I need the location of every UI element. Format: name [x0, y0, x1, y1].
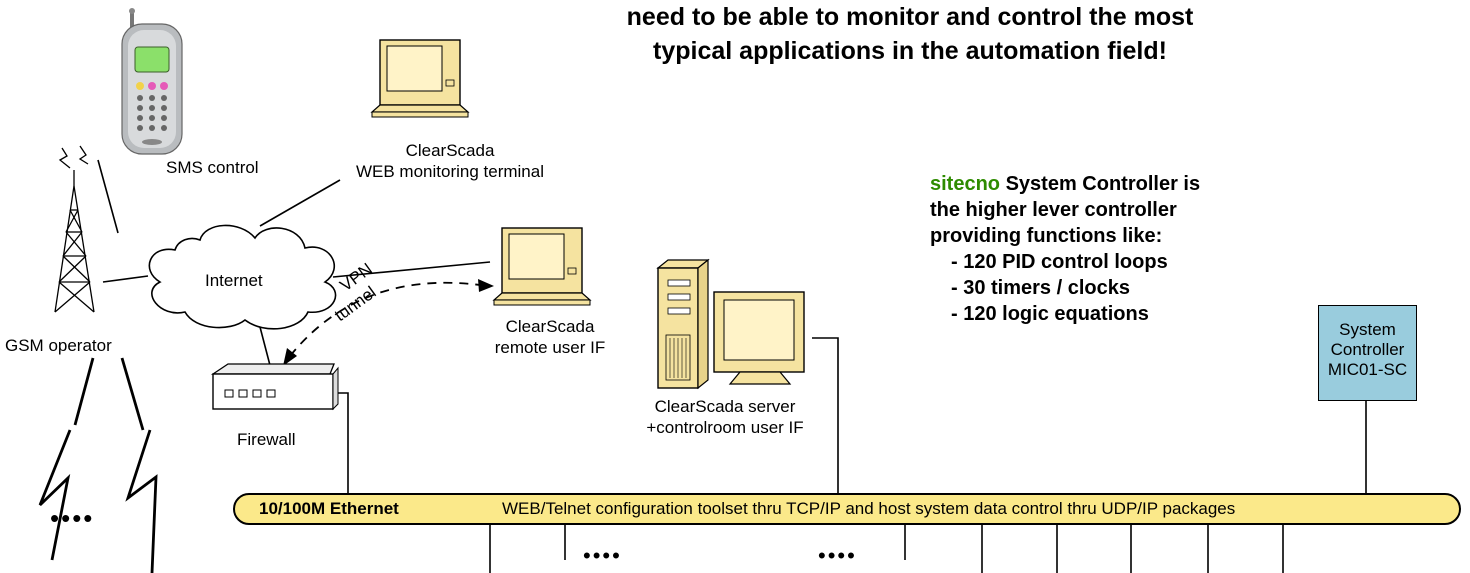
radio-link-left	[73, 357, 95, 426]
controller-info-text: sitecno System Controller is the higher …	[930, 171, 1200, 327]
web-terminal-label: ClearScada WEB monitoring terminal	[335, 140, 565, 182]
server-to-bus-line	[812, 337, 839, 493]
system-controller-line-1: System	[1339, 320, 1396, 339]
info-line-1-rest: System Controller is	[1000, 173, 1201, 195]
headline-line-1: need to be able to monitor and control t…	[626, 3, 1194, 31]
remote-ui-label-line-1: ClearScada	[505, 317, 595, 336]
server-label-line-1: ClearScada server	[654, 397, 796, 416]
radio-link-right	[120, 357, 145, 431]
firewall-label: Firewall	[237, 430, 296, 449]
server-label: ClearScada server +controlroom user IF	[625, 396, 825, 438]
radio-tower-icon	[54, 145, 95, 313]
bus-name: 10/100M Ethernet	[259, 499, 399, 518]
cloud-icon	[148, 224, 337, 330]
server-label-line-2: +controlroom user IF	[646, 418, 804, 437]
internet-to-remote-ui-line	[332, 261, 491, 278]
info-line-1: sitecno System Controller is	[930, 171, 1200, 197]
info-bullet: - 120 PID control loops	[951, 251, 1168, 273]
system-controller-line-2: Controller	[1330, 340, 1405, 359]
internet-to-web-terminal-line	[259, 179, 341, 227]
sms-control-label: SMS control	[166, 158, 259, 177]
tower-to-internet-line	[102, 275, 149, 283]
ellipsis-bus-2: ••••	[818, 543, 857, 568]
remote-ui-label-line-2: remote user IF	[494, 338, 606, 357]
bus-description: WEB/Telnet configuration toolset thru TC…	[502, 499, 1236, 518]
firewall-icon	[210, 363, 339, 411]
info-bullet: - 120 logic equations	[951, 303, 1149, 325]
brand-name: sitecno	[930, 173, 1001, 195]
server-pc-icon	[656, 258, 805, 390]
system-controller-line-3: MIC01-SC	[1327, 360, 1408, 379]
web-terminal-label-line-2: WEB monitoring terminal	[355, 162, 544, 181]
web-terminal-label-line-1: ClearScada	[405, 141, 495, 160]
info-bullet: - 30 timers / clocks	[951, 277, 1130, 299]
lightning-icon	[125, 429, 158, 573]
info-line-2: the higher lever controller	[930, 199, 1177, 221]
radio-links	[38, 357, 158, 573]
info-line-3: providing functions like:	[930, 225, 1163, 247]
phone-to-tower-line	[97, 159, 119, 234]
system-controller-box: System Controller MIC01-SC	[1318, 305, 1417, 401]
ellipsis-bus-1: ••••	[583, 543, 622, 568]
laptop-icon	[492, 227, 592, 306]
firewall-to-bus-line	[333, 392, 349, 493]
ellipsis-gsm: ••••	[50, 503, 95, 533]
headline: need to be able to monitor and control t…	[600, 0, 1220, 68]
gsm-operator-label: GSM operator	[5, 336, 112, 355]
bus-drop-lines	[489, 525, 1284, 573]
internet-label: Internet	[205, 271, 263, 290]
headline-line-2: typical applications in the automation f…	[653, 37, 1167, 65]
vpn-tunnel-arrow	[283, 279, 494, 366]
ethernet-bus: 10/100M Ethernet WEB/Telnet configuratio…	[233, 493, 1461, 525]
laptop-icon	[370, 39, 470, 118]
mobile-phone-icon	[121, 8, 183, 155]
lightning-icon	[38, 429, 72, 561]
remote-ui-label: ClearScada remote user IF	[460, 316, 640, 358]
